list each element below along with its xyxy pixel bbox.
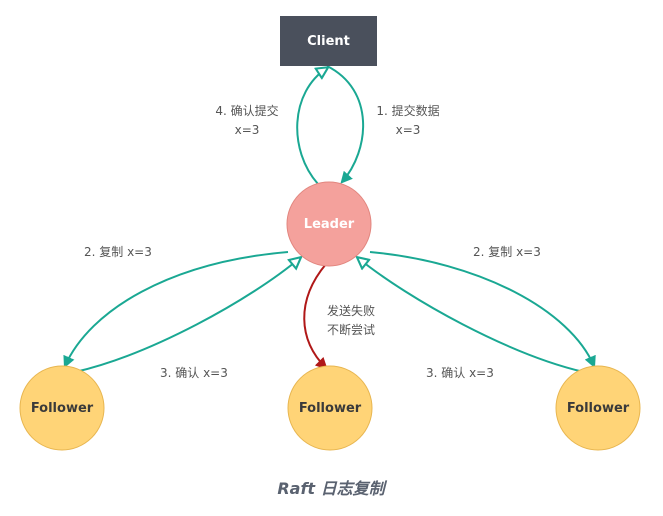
label-confirm-commit-line1: 4. 确认提交 xyxy=(215,103,278,118)
edge-submit xyxy=(326,65,365,184)
follower-left-label: Follower xyxy=(31,401,94,416)
leader-node: Leader xyxy=(286,181,372,267)
label-send-failed-line1: 发送失败 xyxy=(327,303,375,318)
label-confirm-commit-line2: x=3 xyxy=(235,123,260,137)
client-label: Client xyxy=(307,34,350,49)
edge-ack-right xyxy=(358,258,585,373)
edge-replicate-right xyxy=(369,251,596,369)
label-send-failed-line2: 不断尝试 xyxy=(327,322,375,337)
client-node: Client xyxy=(280,16,377,66)
diagram-caption: Raft 日志复制 xyxy=(277,479,387,498)
leader-label: Leader xyxy=(304,217,355,232)
label-submit-line1: 1. 提交数据 xyxy=(376,103,439,118)
label-ack-right: 3. 确认 x=3 xyxy=(426,366,494,380)
edge-ack-left xyxy=(74,258,300,373)
follower-middle-node: Follower xyxy=(287,365,373,451)
label-submit-line2: x=3 xyxy=(396,123,421,137)
follower-middle-label: Follower xyxy=(299,401,362,416)
follower-right-node: Follower xyxy=(555,365,641,451)
label-ack-left: 3. 确认 x=3 xyxy=(160,366,228,380)
label-replicate-right: 2. 复制 x=3 xyxy=(473,245,541,259)
edge-confirm-commit xyxy=(296,68,327,185)
edge-replicate-left xyxy=(63,251,289,369)
follower-left-node: Follower xyxy=(19,365,105,451)
follower-right-label: Follower xyxy=(567,401,630,416)
label-replicate-left: 2. 复制 x=3 xyxy=(84,245,152,259)
edge-send-failed xyxy=(303,263,328,370)
